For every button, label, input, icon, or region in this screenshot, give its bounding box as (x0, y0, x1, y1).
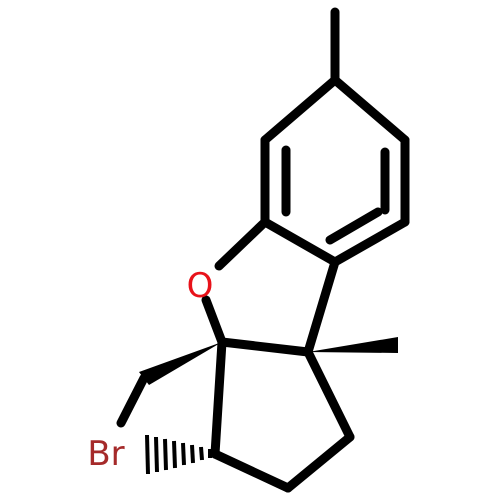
bond-ring-inner-bottom (325, 207, 383, 245)
bond-cyclopentane-lower-left (210, 449, 293, 493)
oxygen-atom-label: O (187, 266, 214, 306)
bond-cyclopentane-bottom (283, 432, 355, 493)
bond-ring-bottom-right (330, 217, 410, 267)
bond-ring-top-right (330, 75, 410, 145)
bromine-atom-label: Br (87, 434, 124, 474)
wedge-bond-bromomethyl (139, 342, 222, 385)
bond-carbon-bromine (116, 373, 149, 428)
bond-cyclopentane-right (303, 347, 355, 442)
bond-ring-fusion (217, 337, 313, 357)
bond-ring-top-left (260, 75, 340, 145)
bond-aryl-quaternary (303, 257, 340, 357)
bond-ring-bottom-left (260, 217, 340, 267)
bond-aryl-oxygen (214, 217, 270, 271)
hashed-bond-methyl (145, 434, 212, 475)
bond-oxygen-carbon (201, 295, 227, 347)
bond-cyclopentane-left (210, 337, 227, 459)
wedge-bond-angular-methyl (308, 337, 398, 353)
